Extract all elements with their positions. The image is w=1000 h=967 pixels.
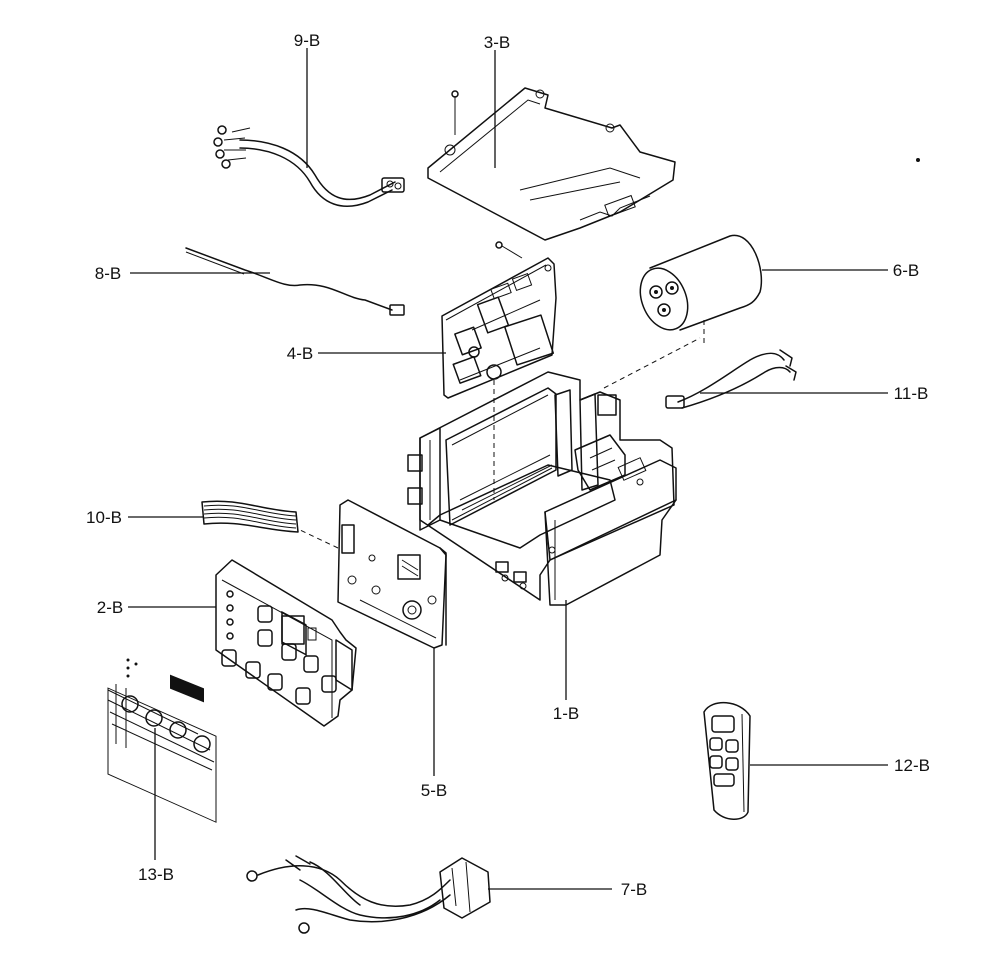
label-2b: 2-B	[97, 598, 123, 617]
part-8b-wire	[185, 247, 405, 316]
part-6b-capacitor	[639, 234, 763, 331]
part-12b-remote-control	[703, 702, 751, 820]
label-12b: 12-B	[894, 756, 930, 775]
label-1b: 1-B	[553, 704, 579, 723]
label-3b: 3-B	[484, 33, 510, 52]
label-11b: 11-B	[894, 384, 929, 403]
part-3b-top-cover	[427, 87, 676, 241]
stray-mark	[916, 158, 920, 162]
label-6b: 6-B	[893, 261, 919, 280]
part-10b-ribbon-cable	[201, 500, 299, 533]
label-13b: 13-B	[138, 865, 174, 884]
screw-icon	[495, 241, 523, 259]
part-labels: 9-B 3-B 8-B 6-B 4-B 11-B 10-B 2-B 1-B 5-…	[86, 31, 930, 899]
part-1b-chassis	[407, 371, 677, 606]
label-10b: 10-B	[86, 508, 122, 527]
part-9b-wire-harness	[213, 125, 405, 207]
label-7b: 7-B	[621, 880, 647, 899]
label-4b: 4-B	[287, 344, 313, 363]
part-4b-main-pcb	[441, 257, 557, 399]
label-8b: 8-B	[95, 264, 121, 283]
label-5b: 5-B	[421, 781, 447, 800]
part-11b-wire	[665, 349, 797, 409]
leader-lines	[128, 48, 888, 890]
part-5b-control-pcb	[337, 499, 447, 649]
part-13b-overlay-decal	[107, 658, 217, 823]
label-9b: 9-B	[294, 31, 320, 50]
screw-icon	[451, 90, 459, 135]
assembly-guide-lines	[299, 320, 705, 549]
part-7b-wire-harness	[246, 855, 491, 934]
part-2b-front-panel	[215, 559, 357, 727]
